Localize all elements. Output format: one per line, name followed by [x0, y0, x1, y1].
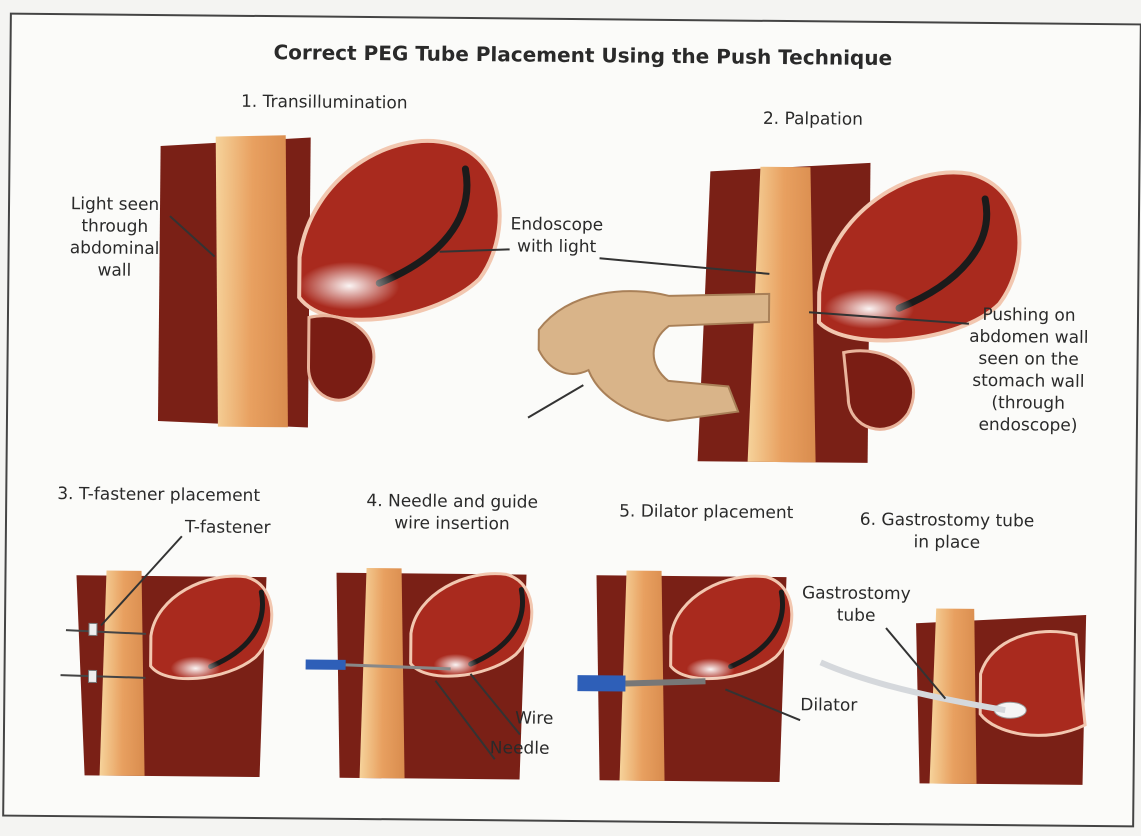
step-6-heading: 6. Gastrostomy tube in place — [852, 509, 1042, 555]
t-fastener-clip-1 — [89, 623, 97, 635]
label-gastrostomy-line-2: tube — [796, 604, 916, 627]
panel-t-fastener — [60, 535, 273, 777]
step-5-heading: 5. Dilator placement — [619, 500, 793, 524]
label-pushing-line-3: seen on the — [959, 348, 1099, 371]
label-light-seen-line-4: wall — [59, 259, 169, 282]
step-3-heading: 3. T-fastener placement — [57, 483, 260, 507]
label-pushing-line-5: (through — [958, 392, 1098, 415]
step-4-heading-line-1: 4. Needle and guide — [362, 490, 542, 514]
panel-transillumination — [158, 134, 511, 429]
abdominal-wall-1 — [213, 135, 291, 428]
label-gastrostomy: Gastrostomy tube — [796, 582, 916, 627]
label-light-seen-line-3: abdominal — [60, 237, 170, 260]
page-title: Correct PEG Tube Placement Using the Pus… — [273, 41, 892, 69]
label-endoscope: Endoscope with light — [502, 213, 612, 258]
label-endoscope-line-2: with light — [502, 235, 612, 258]
label-wire: Wire — [515, 707, 553, 729]
dilator-hub — [577, 675, 625, 691]
step-6-heading-line-1: 6. Gastrostomy tube — [852, 509, 1042, 533]
panel-gastrostomy — [820, 607, 1087, 785]
label-light-seen-line-1: Light seen — [60, 193, 170, 216]
label-pushing-line-1: Pushing on — [959, 304, 1099, 327]
label-gastrostomy-line-1: Gastrostomy — [796, 582, 916, 605]
step-1-heading: 1. Transillumination — [241, 91, 408, 115]
label-light-seen-line-2: through — [60, 215, 170, 238]
step-6-heading-line-2: in place — [852, 531, 1042, 555]
label-endoscope-line-1: Endoscope — [502, 213, 612, 236]
label-pushing-line-2: abdomen wall — [959, 326, 1099, 349]
step-4-heading-line-2: wire insertion — [362, 512, 542, 536]
diagram-sheet: Correct PEG Tube Placement Using the Pus… — [2, 13, 1141, 828]
panel-palpation — [528, 160, 1021, 465]
label-t-fastener: T-fastener — [185, 516, 271, 539]
colon-1 — [308, 316, 374, 401]
needle-hub — [306, 659, 346, 669]
label-pushing-line-6: endoscope) — [958, 414, 1098, 437]
colon-2 — [843, 351, 914, 430]
hand-motion-line — [528, 385, 583, 419]
label-pushing: Pushing on abdomen wall seen on the stom… — [958, 304, 1099, 437]
abdominal-wall-5 — [620, 570, 667, 780]
step-2-heading: 2. Palpation — [763, 108, 863, 131]
step-4-heading: 4. Needle and guide wire insertion — [362, 490, 542, 536]
panel-dilator — [577, 570, 802, 782]
label-light-seen: Light seen through abdominal wall — [59, 193, 170, 282]
label-dilator: Dilator — [800, 694, 857, 717]
abdominal-wall-4 — [360, 568, 407, 778]
t-fastener-clip-2 — [88, 670, 96, 682]
label-needle: Needle — [490, 737, 550, 760]
dilator-shaft — [625, 681, 705, 685]
label-pushing-line-4: stomach wall — [958, 370, 1098, 393]
